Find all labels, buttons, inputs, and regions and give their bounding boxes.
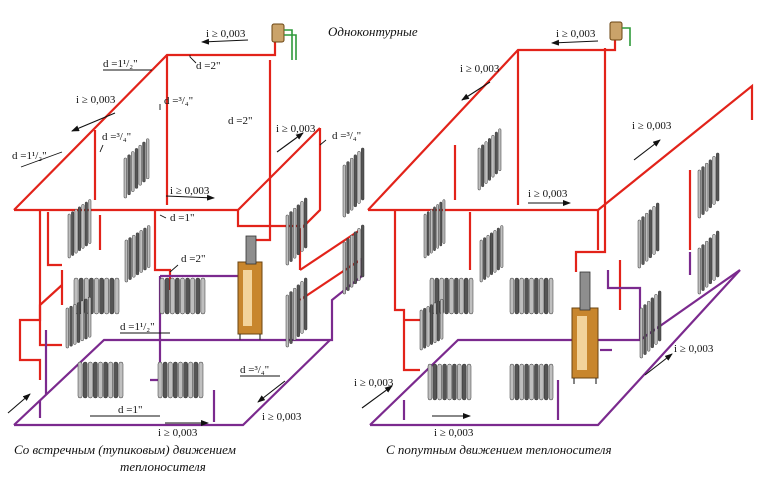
right-slope-arrows	[361, 39, 673, 419]
radiator	[157, 361, 204, 399]
radiator	[509, 277, 554, 315]
slope-label: i ≥ 0,003	[460, 63, 500, 75]
slope-label: i ≥ 0,003	[206, 28, 246, 40]
radiator	[123, 138, 150, 199]
radiator	[124, 225, 151, 283]
diameter-label: d =2"	[228, 115, 252, 127]
diameter-label: d =1"	[170, 212, 194, 224]
radiator	[67, 199, 92, 259]
left-scheme: i ≥ 0,003 d =2" d =1¹/₂" d =³/₄" i ≥ 0,0…	[7, 23, 365, 474]
left-boiler	[237, 235, 263, 340]
diameter-label: d =1¹/₂"	[120, 321, 155, 333]
diameter-label: d =³/₄"	[240, 364, 269, 376]
radiator	[479, 225, 504, 283]
slope-label: i ≥ 0,003	[276, 123, 316, 135]
diameter-label: d =1¹/₂"	[12, 150, 47, 162]
right-return-pipes	[369, 252, 741, 427]
left-radiators	[65, 138, 365, 399]
slope-label: i ≥ 0,003	[674, 343, 714, 355]
slope-label: i ≥ 0,003	[262, 411, 302, 423]
slope-label: i ≥ 0,003	[354, 377, 394, 389]
slope-label: i ≥ 0,003	[170, 185, 210, 197]
radiator	[77, 361, 124, 399]
slope-label: i ≥ 0,003	[556, 28, 596, 40]
radiator	[639, 290, 662, 359]
slope-label: i ≥ 0,003	[528, 188, 568, 200]
right-caption: С попутным движением теплоносителя	[386, 442, 611, 457]
diameter-label: d =³/₄"	[102, 131, 131, 143]
radiator	[429, 277, 474, 315]
left-slope-arrows	[7, 38, 304, 426]
diameter-label: d =³/₄"	[332, 130, 361, 142]
right-radiators	[419, 128, 720, 401]
radiator	[73, 277, 120, 315]
radiator	[697, 152, 720, 219]
radiator	[509, 363, 554, 401]
diameter-label: d =³/₄"	[164, 95, 193, 107]
radiator	[159, 277, 206, 315]
right-scheme: i ≥ 0,003 i ≥ 0,003 i ≥ 0,003 i ≥ 0,003 …	[354, 21, 754, 457]
radiator	[65, 296, 92, 349]
radiator	[342, 147, 365, 218]
radiator	[342, 224, 365, 295]
slope-label: i ≥ 0,003	[158, 427, 198, 439]
radiator	[697, 230, 720, 295]
radiator	[427, 363, 472, 401]
left-leader-lines	[20, 55, 327, 417]
radiator	[285, 197, 308, 266]
radiator	[285, 277, 308, 348]
slope-label: i ≥ 0,003	[76, 94, 116, 106]
diameter-label: d =2"	[196, 60, 220, 72]
left-expansion-tank	[271, 23, 297, 60]
right-labels: i ≥ 0,003 i ≥ 0,003 i ≥ 0,003 i ≥ 0,003 …	[354, 28, 714, 439]
right-expansion-tank	[609, 21, 631, 46]
radiator	[637, 202, 660, 269]
left-caption-line1: Со встречным (тупиковым) движением	[14, 442, 236, 457]
radiator	[423, 199, 446, 259]
diameter-label: d =1"	[118, 404, 142, 416]
diameter-label: d =1¹/₂"	[103, 58, 138, 70]
right-supply-pipes	[367, 40, 754, 372]
slope-label: i ≥ 0,003	[632, 120, 672, 132]
left-caption-line2: теплоносителя	[120, 459, 206, 474]
diagram-title: Одноконтурные	[328, 24, 418, 39]
radiator	[477, 128, 502, 191]
right-boiler	[571, 271, 599, 384]
radiator	[419, 298, 444, 351]
left-labels: i ≥ 0,003 d =2" d =1¹/₂" d =³/₄" i ≥ 0,0…	[12, 28, 361, 439]
slope-label: i ≥ 0,003	[434, 427, 474, 439]
diameter-label: d =2"	[181, 253, 205, 265]
